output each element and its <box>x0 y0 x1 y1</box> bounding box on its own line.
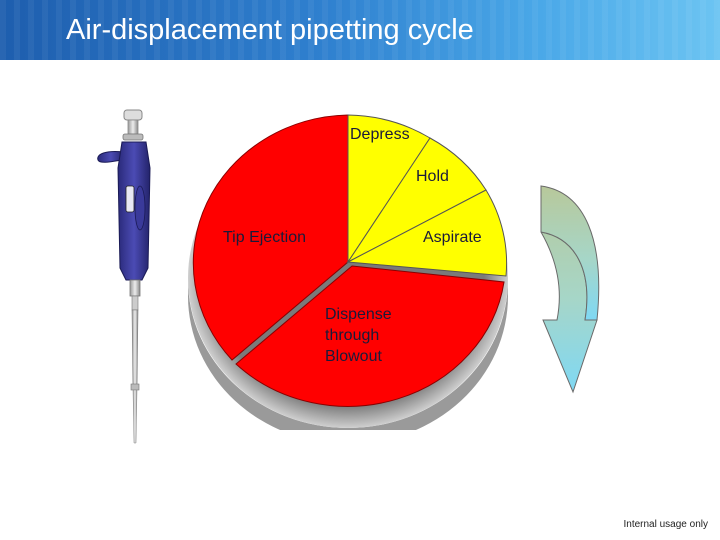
cycle-arrow-icon <box>540 185 600 394</box>
label-aspirate: Aspirate <box>423 229 482 246</box>
label-hold: Hold <box>416 168 449 185</box>
title-bar: Air-displacement pipetting cycle <box>0 0 720 60</box>
page-title: Air-displacement pipetting cycle <box>66 14 474 46</box>
segment-dispense <box>235 265 505 407</box>
label-depress: Depress <box>350 126 410 143</box>
label-dispense: Dispense through Blowout <box>325 306 392 365</box>
segment-aspirate <box>346 189 508 277</box>
pipetting-cycle-pie <box>188 114 508 430</box>
footer-note: Internal usage only <box>623 519 708 530</box>
segment-depress <box>347 114 431 264</box>
label-tip-ejection: Tip Ejection <box>223 229 306 246</box>
segment-tip-ejection <box>192 114 349 361</box>
pipette-illustration <box>97 109 151 444</box>
